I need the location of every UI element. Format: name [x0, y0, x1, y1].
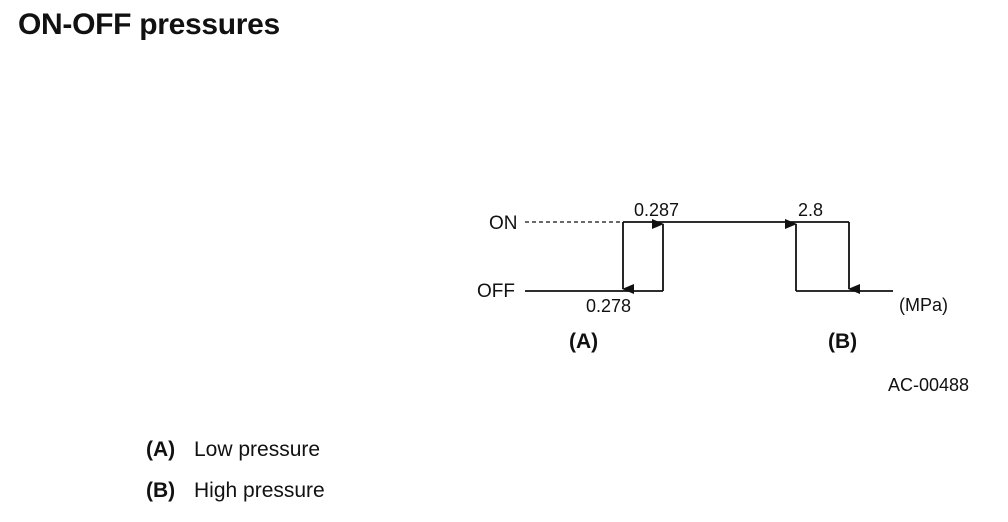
a-on-value-label: 0.287 [634, 200, 679, 220]
a-loop-label: (A) [569, 330, 598, 353]
b-value-label: 2.8 [798, 200, 823, 220]
b-loop-label: (B) [828, 330, 857, 353]
legend-text-b: High pressure [194, 479, 325, 502]
legend-item-a: (A) Low pressure [146, 438, 320, 462]
figure-code: AC-00488 [888, 375, 969, 395]
legend-item-b: (B) High pressure [146, 479, 325, 503]
on-level-label: ON [489, 213, 518, 234]
unit-label: (MPa) [899, 295, 948, 315]
a-off-value-label: 0.278 [586, 296, 631, 316]
legend-key-a: (A) [146, 438, 176, 461]
page-title: ON-OFF pressures [18, 8, 280, 41]
off-level-label: OFF [477, 281, 515, 302]
legend-key-b: (B) [146, 479, 176, 502]
legend-text-a: Low pressure [194, 438, 321, 461]
